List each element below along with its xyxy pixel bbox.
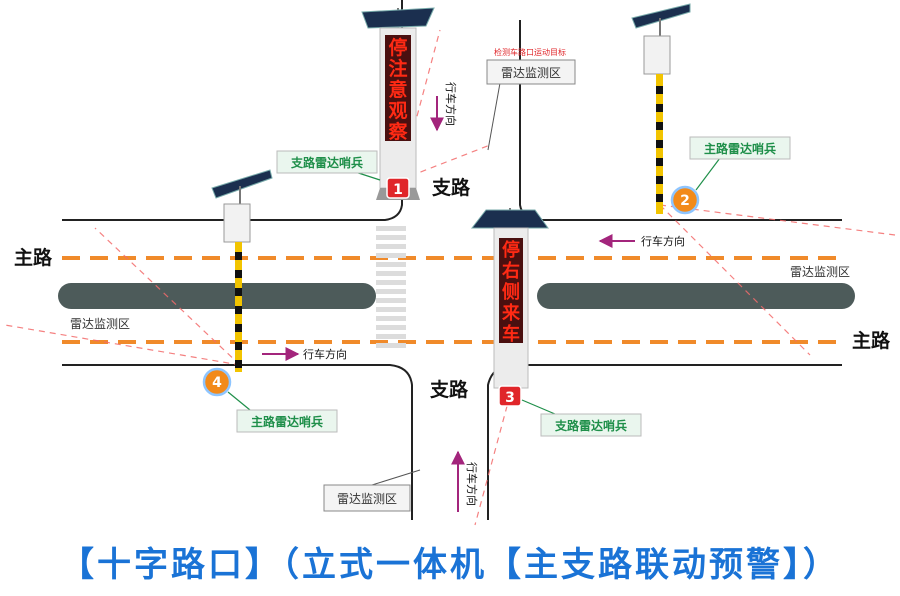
- sentinel-label: 主路雷达哨兵: [704, 141, 776, 156]
- diagram-canvas: 停 注 意 观 察 停 右 侧 来 车: [4, 0, 896, 526]
- road-edge-bottom-left: [62, 364, 413, 520]
- sentinel-label: 支路雷达哨兵: [290, 155, 363, 170]
- median-right: [537, 283, 855, 309]
- badge-1: 1: [386, 177, 410, 199]
- road-label-main-left: 主路: [14, 246, 53, 269]
- badge-number: 3: [505, 390, 515, 406]
- sentinel-label: 主路雷达哨兵: [251, 414, 323, 429]
- led-char: 停: [388, 36, 407, 59]
- pole-2: [631, 3, 691, 214]
- led-char: 察: [388, 120, 408, 143]
- direction-upper-main: 行车方向: [598, 234, 685, 248]
- zone-callout-bottom: 雷达监测区: [323, 469, 421, 512]
- footer-title: 【十字路口】（立式一体机【主支路联动预警】）: [60, 545, 840, 585]
- led-char: 右: [502, 260, 520, 282]
- led-char: 注: [388, 57, 407, 80]
- direction-label: 行车方向: [303, 347, 347, 361]
- tower-3: 停 右 侧 来 车: [470, 208, 549, 389]
- sentinel-label: 支路雷达哨兵: [554, 418, 627, 433]
- road-label-main-right: 主路: [852, 329, 891, 352]
- zone-label-left: 雷达监测区: [70, 317, 130, 331]
- road-edge-bottom-right: [487, 364, 842, 520]
- led-char: 侧: [502, 282, 520, 303]
- direction-label: 行车方向: [465, 462, 479, 506]
- callout-sentinel-4: 主路雷达哨兵: [227, 391, 338, 433]
- badge-4: 4: [202, 367, 232, 397]
- crosswalk: [376, 226, 406, 348]
- direction-top-branch: 行车方向: [430, 82, 458, 132]
- led-sign-bottom: [499, 238, 523, 343]
- direction-label: 行车方向: [444, 82, 458, 126]
- solar-panel-icon: [470, 209, 549, 229]
- badge-number: 2: [680, 193, 690, 209]
- direction-bottom-branch: 行车方向: [451, 450, 479, 512]
- led-char: 来: [501, 303, 521, 324]
- led-char: 意: [388, 78, 407, 101]
- led-char: 车: [502, 323, 520, 345]
- solar-panel-icon: [211, 169, 273, 199]
- zone-label: 雷达监测区: [337, 492, 397, 506]
- badge-number: 4: [212, 375, 222, 391]
- median-left: [58, 283, 376, 309]
- badge-2: 2: [670, 185, 700, 215]
- radar-box-icon: [223, 203, 251, 243]
- led-char: 停: [502, 239, 520, 261]
- road-edge-top-left: [62, 0, 403, 221]
- road-label-branch-top: 支路: [431, 176, 471, 199]
- led-char: 观: [388, 100, 407, 122]
- radar-box-icon: [643, 35, 671, 75]
- pole-4: [211, 169, 273, 372]
- led-sign-top: [385, 35, 411, 141]
- direction-label: 行车方向: [641, 234, 685, 248]
- callout-sentinel-2: 主路雷达哨兵: [689, 136, 791, 191]
- direction-lower-main: 行车方向: [262, 347, 347, 361]
- callout-sentinel-1: 支路雷达哨兵: [276, 150, 381, 181]
- zone-callout-top: 检测车路口运动目标 雷达监测区: [486, 47, 576, 151]
- zone-note: 检测车路口运动目标: [494, 47, 566, 57]
- road-label-branch-bottom: 支路: [429, 378, 469, 401]
- badge-3: 3: [498, 385, 522, 407]
- callout-sentinel-3: 支路雷达哨兵: [521, 399, 642, 437]
- solar-panel-icon: [631, 3, 691, 29]
- badge-number: 1: [393, 182, 403, 198]
- zone-label: 雷达监测区: [501, 66, 561, 80]
- solar-panel-icon: [361, 7, 435, 29]
- zone-label-right: 雷达监测区: [790, 265, 850, 279]
